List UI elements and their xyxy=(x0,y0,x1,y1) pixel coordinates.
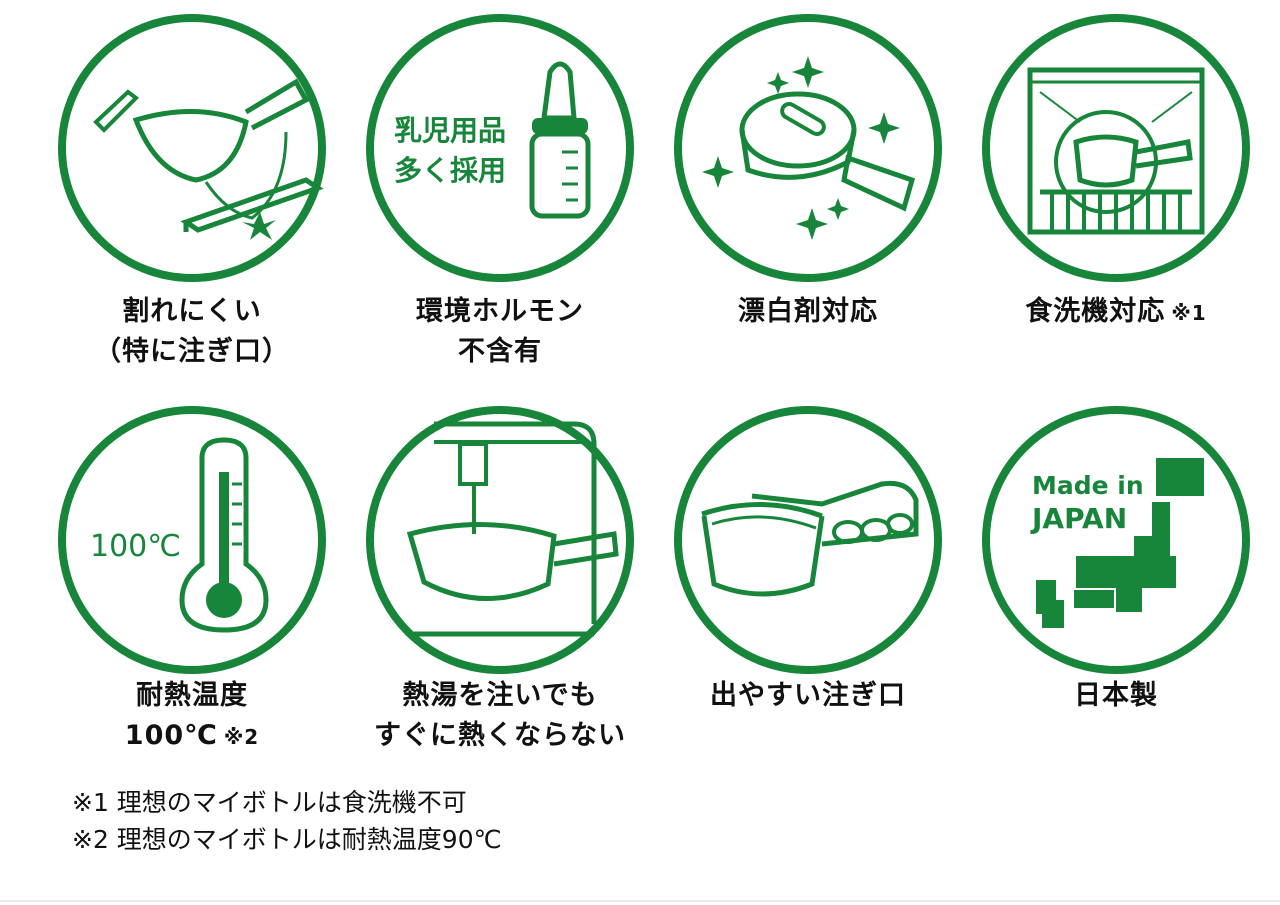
caption-insulated: 熱湯を注いでも すぐに熱くならない xyxy=(374,680,626,751)
footnote-1: ※1 理想のマイボトルは食洗機不可 xyxy=(72,788,467,817)
icon-text-adopted: 多く採用 xyxy=(394,154,506,187)
caption-easy-pour: 出やすい注ぎ口 xyxy=(710,680,906,711)
icon-text-100c: 100℃ xyxy=(90,529,181,564)
caption-dishwasher-ok: 食洗機対応※1 xyxy=(1025,296,1207,327)
dishwasher-icon xyxy=(980,12,1252,284)
icon-text-infant: 乳児用品 xyxy=(394,114,506,147)
footnote-ref-1: ※1 xyxy=(1171,301,1207,325)
shatterproof-cup-icon xyxy=(56,12,328,284)
caption-shatterproof: 割れにくい （特に注ぎ口） xyxy=(94,296,290,367)
footnote-ref-2: ※2 xyxy=(223,725,260,749)
icon-text-japan: JAPAN xyxy=(1030,502,1127,535)
caption-made-in-japan: 日本製 xyxy=(1074,680,1158,711)
baby-bottle-icon: 乳児用品 多く採用 xyxy=(364,12,636,284)
feature-grid: 割れにくい （特に注ぎ口） 乳児用品 多く採用 環境ホルモン 不含有 xyxy=(56,12,1252,751)
footnotes: ※1 理想のマイボトルは食洗機不可 ※2 理想のマイボトルは耐熱温度90℃ xyxy=(72,784,502,858)
caption-heat-resistant: 耐熱温度 100℃※2 xyxy=(124,680,260,751)
made-in-japan-icon: Made in JAPAN xyxy=(980,404,1252,676)
easy-pour-icon xyxy=(672,404,944,676)
caption-hormone-free: 環境ホルモン 不含有 xyxy=(416,296,584,367)
bottom-divider xyxy=(0,900,1280,902)
icon-text-made-in: Made in xyxy=(1032,471,1144,500)
hot-water-pour-icon xyxy=(364,404,636,676)
footnote-2: ※2 理想のマイボトルは耐熱温度90℃ xyxy=(72,825,502,854)
sparkling-cup-icon xyxy=(672,12,944,284)
thermometer-icon: 100℃ xyxy=(56,404,328,676)
caption-bleach-ok: 漂白剤対応 xyxy=(738,296,878,327)
